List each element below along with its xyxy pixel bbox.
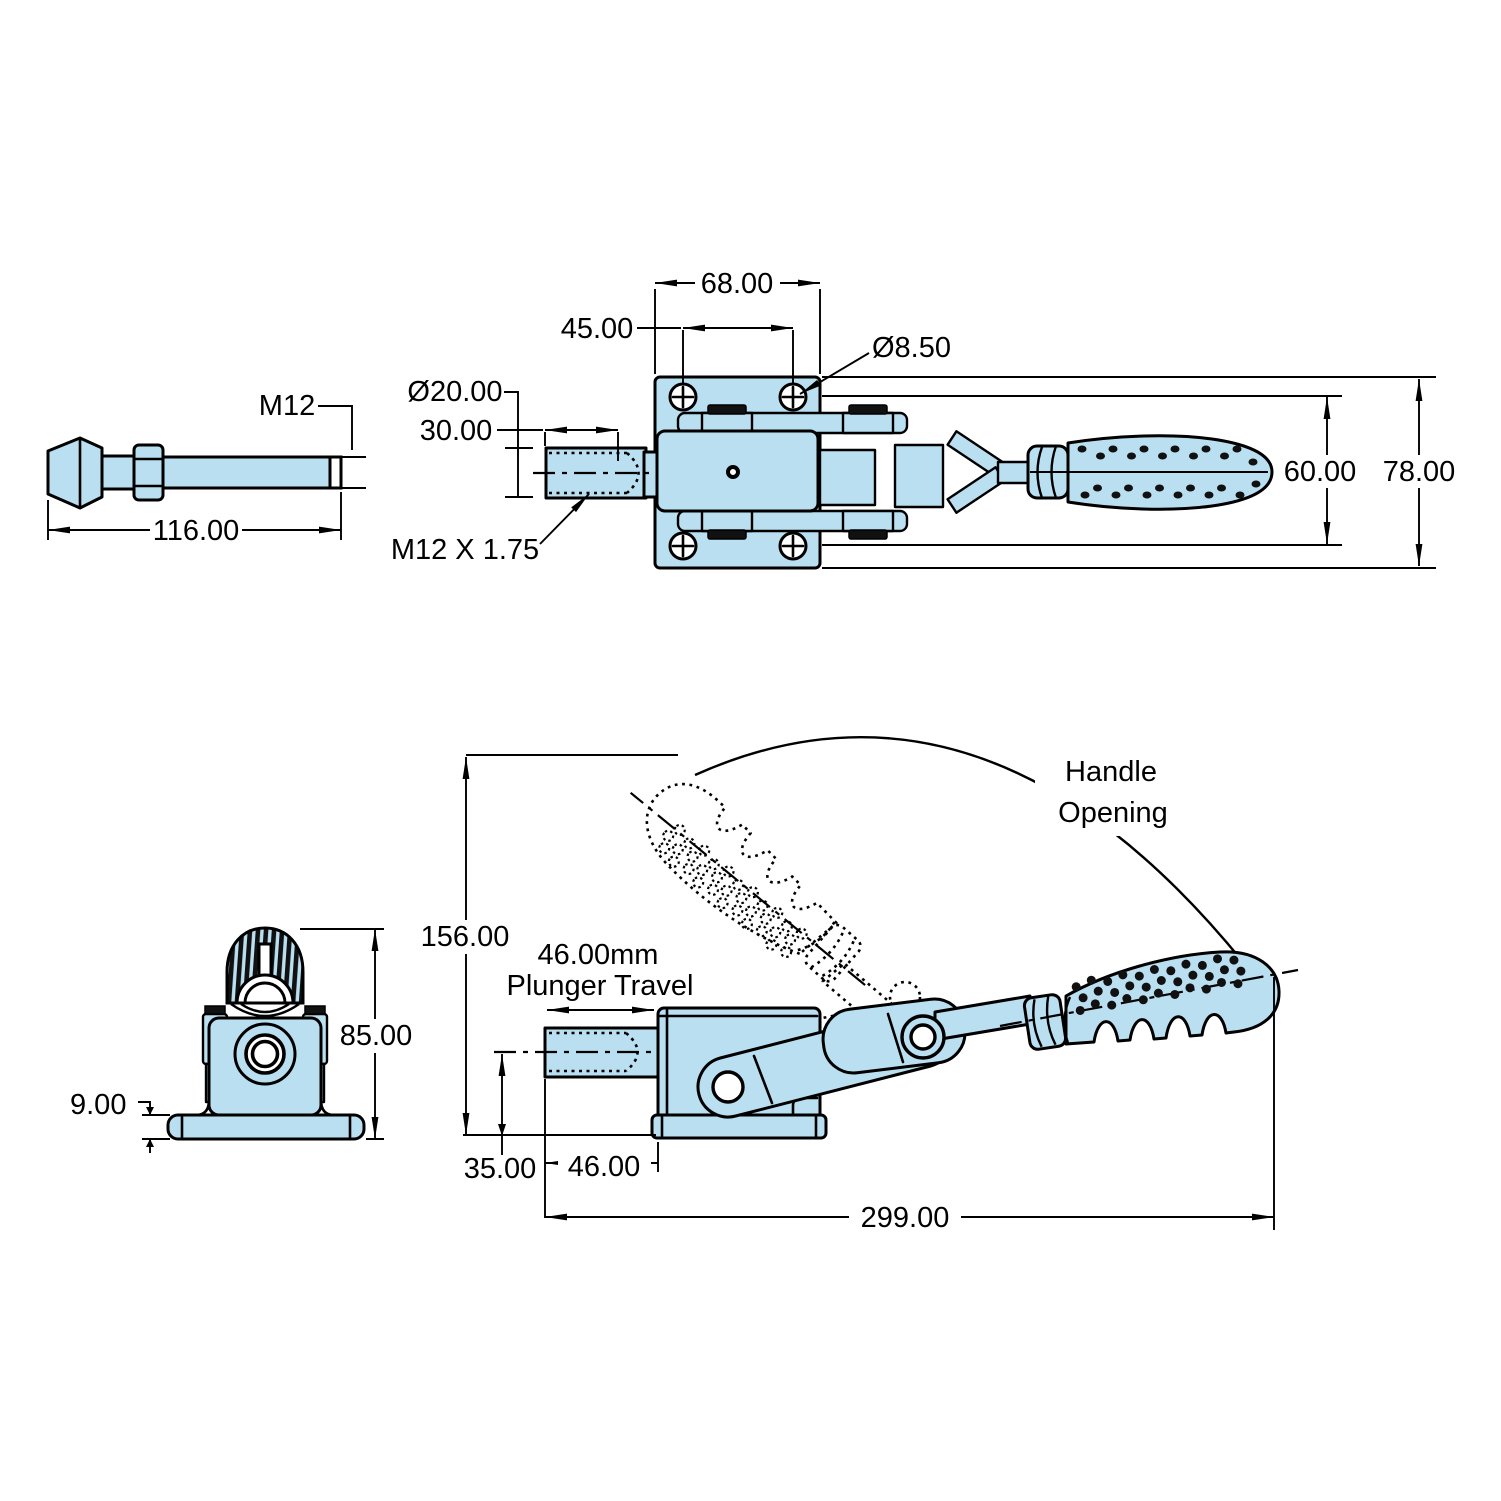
- dim-plunger-diameter: Ø20.00: [407, 376, 502, 408]
- label-travel-text: Plunger Travel: [507, 970, 694, 1002]
- dim-thread-spec: M12 X 1.75: [391, 534, 539, 566]
- dim-handle-width: 60.00: [1284, 456, 1357, 488]
- grip-texture-dots-side: [1071, 954, 1246, 1015]
- label-travel-value: 46.00mm: [538, 939, 659, 971]
- annotation-handle: Handle: [1065, 756, 1157, 788]
- dim-spindle-thread: M12: [259, 390, 315, 422]
- mounting-base-side: [650, 1113, 828, 1140]
- dim-base-thickness: 9.00: [70, 1089, 126, 1121]
- dim-hole-diameter: Ø8.50: [872, 332, 951, 364]
- side-view: 156.00 46.00mm Plunger Travel 35.00 46.0…: [414, 736, 1299, 1234]
- dim-front-height: 85.00: [340, 1020, 413, 1052]
- spindle-neck: [100, 454, 136, 491]
- grip-texture-dots: [1077, 445, 1261, 499]
- dim-open-height: 156.00: [421, 921, 510, 953]
- dim-hole-spacing: 45.00: [561, 313, 634, 345]
- front-end-view: 85.00 9.00: [70, 926, 419, 1153]
- handle-ferrule-side: [1022, 993, 1068, 1051]
- top-plan-view: 68.00 45.00 Ø8.50 Ø20.00 30.00 M12 X 1.7…: [391, 268, 1463, 570]
- dim-thread-length: 30.00: [420, 415, 493, 447]
- dim-spindle-length: 116.00: [153, 515, 240, 547]
- dim-axis-height: 35.00: [464, 1153, 537, 1185]
- mounting-screws: [668, 382, 808, 561]
- annotation-opening: Opening: [1058, 797, 1168, 829]
- dim-overall-length: 299.00: [861, 1202, 950, 1234]
- handle-opening-arc: [694, 736, 1244, 963]
- spindle-side-view: M12 116.00: [46, 390, 366, 547]
- spindle-nut: [132, 443, 165, 502]
- dim-plunger-extension: 46.00: [568, 1151, 641, 1183]
- dim-plate-width: 68.00: [701, 268, 774, 300]
- mounting-base-front: [166, 1113, 366, 1141]
- spindle-head: [46, 436, 104, 510]
- plunger-side: [543, 1026, 660, 1079]
- dim-overall-height: 78.00: [1383, 456, 1456, 488]
- spindle-rod: [161, 455, 332, 490]
